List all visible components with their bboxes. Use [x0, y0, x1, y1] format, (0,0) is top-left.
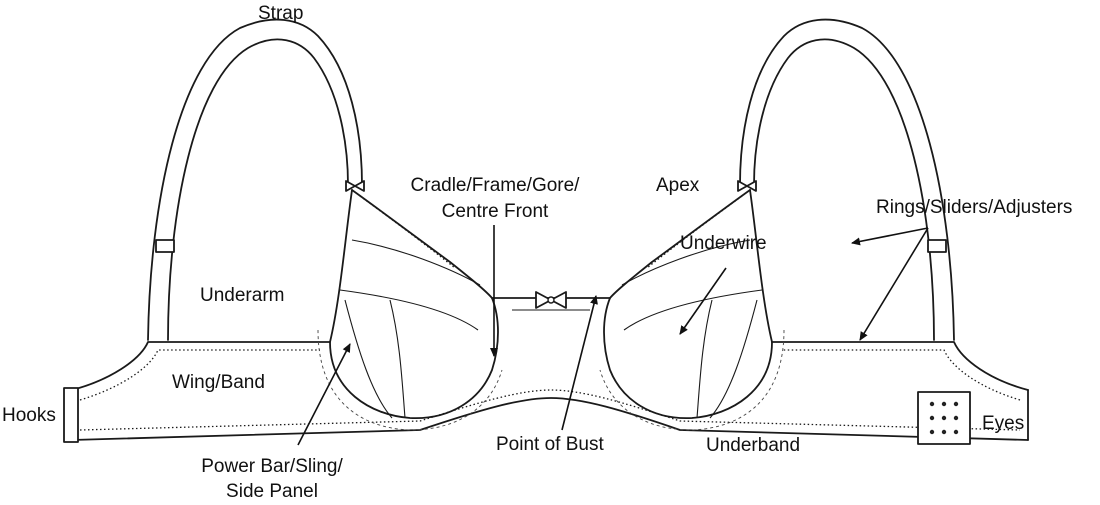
label-strap: Strap — [258, 3, 304, 24]
label-apex: Apex — [656, 175, 700, 196]
label-rings: Rings/Sliders/Adjusters — [876, 197, 1073, 218]
label-eyes: Eyes — [982, 413, 1025, 434]
left-strap — [147, 18, 363, 341]
left-strap-bow-icon — [345, 180, 365, 192]
eye-tape — [917, 391, 971, 445]
band-outline — [71, 341, 1029, 441]
centre-bow-icon — [535, 291, 567, 309]
right-strap — [739, 18, 955, 341]
label-power-bar-line2: Side Panel — [226, 481, 318, 502]
label-underband: Underband — [706, 435, 801, 456]
hook-tape — [63, 387, 79, 443]
label-wing-band: Wing/Band — [172, 372, 265, 393]
left-cup — [317, 189, 503, 431]
label-underarm: Underarm — [200, 285, 285, 306]
leader-arrows — [297, 225, 929, 446]
right-cup — [599, 189, 785, 431]
label-cradle-line1: Cradle/Frame/Gore/ — [410, 175, 580, 196]
label-hooks: Hooks — [2, 405, 56, 426]
label-underwire: Underwire — [680, 233, 767, 254]
label-power-bar-line1: Power Bar/Sling/ — [201, 456, 343, 477]
label-point-of-bust: Point of Bust — [496, 434, 604, 455]
label-cradle-line2: Centre Front — [441, 201, 549, 222]
right-strap-bow-icon — [737, 180, 757, 192]
